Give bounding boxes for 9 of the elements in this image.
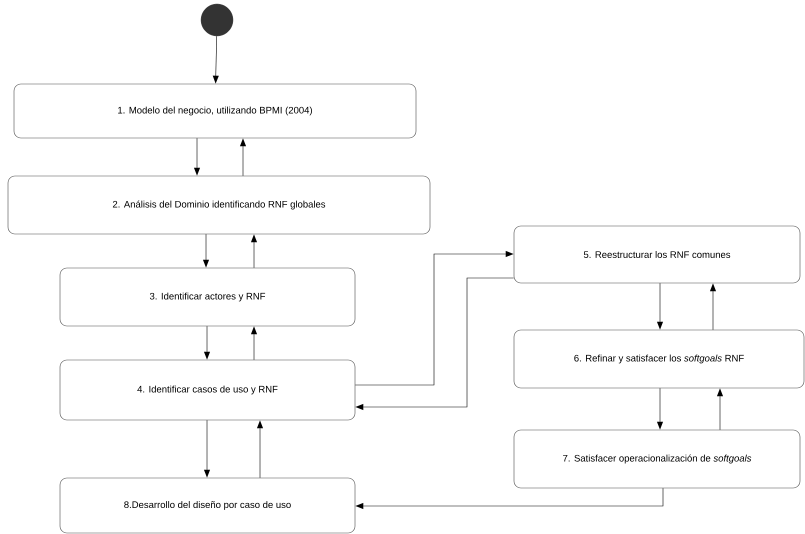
process-box: 6. Refinar y satisfacer los softgoals RNF	[514, 330, 804, 388]
process-box: 5. Reestructurar los RNF comunes	[514, 226, 800, 284]
process-box: 1. Modelo del negocio, utilizando BPMI (2004)	[14, 84, 416, 138]
process-box: 3. Identificar actores y RNF	[60, 268, 356, 326]
start-node	[200, 4, 234, 36]
process-box: 7. Satisfacer operacionalización de softgoals	[514, 430, 800, 488]
process-box: 4. Identificar casos de uso y RNF	[60, 360, 356, 420]
process-box: 2. Análisis del Dominio identificando RNF globales	[8, 176, 430, 234]
process-box: 8.Desarrollo del diseño por caso de uso	[60, 478, 356, 534]
